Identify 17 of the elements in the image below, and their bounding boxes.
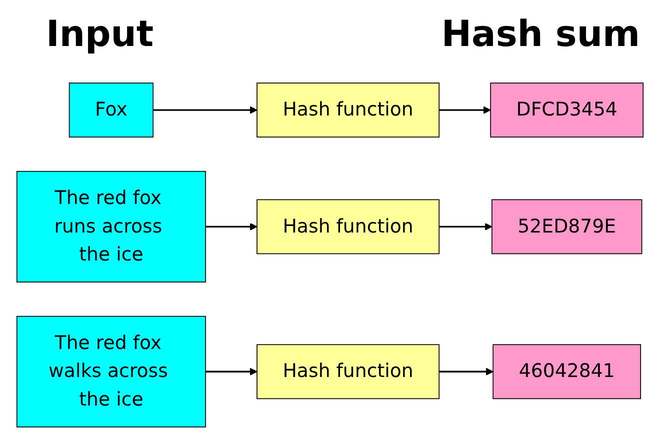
node-box: Hash function [256,82,440,138]
arrow [439,222,492,230]
node-box: Hash function [256,199,440,254]
arrow [153,106,258,114]
arrow [206,368,258,376]
arrow [206,222,258,230]
node-box: Hash function [256,344,440,400]
column-heading: Hash sum [441,14,640,55]
node-box: The red fox walks across the ice [16,316,206,428]
arrow [439,106,491,114]
node-box: Fox [68,82,154,138]
node-box: 46042841 [492,344,642,400]
node-box: DFCD3454 [490,82,644,138]
column-heading: Input [46,14,154,55]
arrow [439,368,494,376]
node-box: The red fox runs across the ice [16,170,206,282]
node-box: 52ED879E [491,199,642,254]
